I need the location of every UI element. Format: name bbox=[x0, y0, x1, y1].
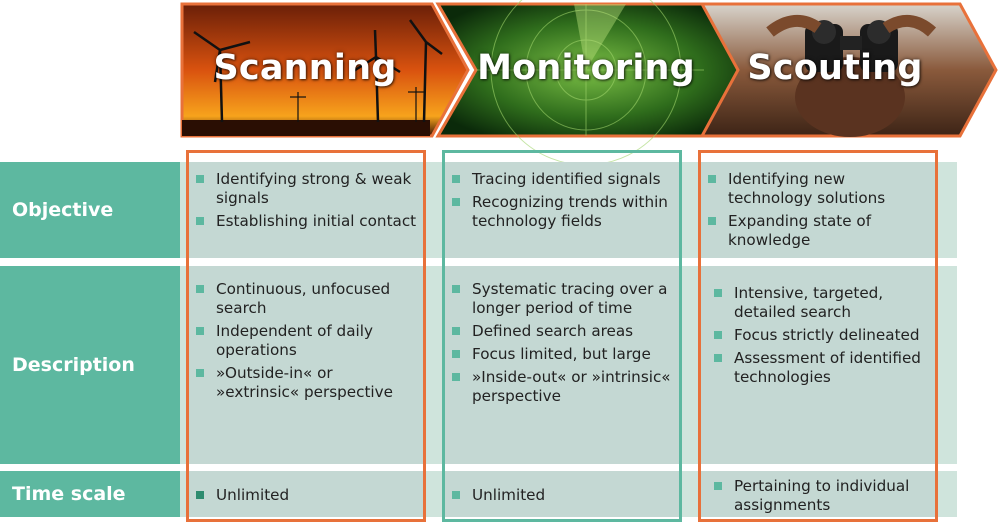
list-item: Systematic tracing over a longer period … bbox=[448, 280, 674, 318]
list-item: Focus strictly delineated bbox=[710, 326, 930, 345]
list-item: Recognizing trends within technology fie… bbox=[448, 193, 674, 231]
list-item: Establishing initial contact bbox=[192, 212, 418, 231]
list-monitoring-time-scale: Unlimited bbox=[444, 471, 680, 505]
cell-scanning-time-scale: Unlimited bbox=[188, 471, 424, 517]
cell-scanning-description: Continuous, unfocused search Independent… bbox=[188, 266, 424, 464]
row-label-time-scale: Time scale bbox=[0, 471, 180, 517]
list-monitoring-objective: Tracing identified signals Recognizing t… bbox=[444, 162, 680, 231]
row-label-description: Description bbox=[0, 266, 180, 464]
list-scouting-objective: Identifying new technology solutions Exp… bbox=[700, 162, 936, 250]
list-item: Defined search areas bbox=[448, 322, 674, 341]
scanning-sunset-image bbox=[180, 2, 470, 138]
column-outline-monitoring bbox=[442, 150, 682, 522]
cell-scouting-time-scale: Pertaining to individual assignments bbox=[700, 471, 936, 517]
cell-monitoring-time-scale: Unlimited bbox=[444, 471, 680, 517]
list-item: »Inside-out« or »intrinsic« perspective bbox=[448, 368, 674, 406]
column-outline-scouting bbox=[698, 150, 938, 522]
banner-scouting: Scouting bbox=[699, 2, 1000, 138]
list-item: Independent of daily operations bbox=[192, 322, 418, 360]
list-item: Pertaining to individual assignments bbox=[710, 477, 930, 515]
cell-scouting-description: Intensive, targeted, detailed search Foc… bbox=[700, 266, 936, 464]
cell-scouting-objective: Identifying new technology solutions Exp… bbox=[700, 162, 936, 258]
list-item: Continuous, unfocused search bbox=[192, 280, 418, 318]
list-item: Identifying strong & weak signals bbox=[192, 170, 418, 208]
list-item: Unlimited bbox=[448, 486, 674, 505]
list-item: Focus limited, but large bbox=[448, 345, 674, 364]
row-label-time-scale-text: Time scale bbox=[12, 483, 126, 505]
list-scouting-time-scale: Pertaining to individual assignments bbox=[700, 471, 936, 515]
list-scanning-objective: Identifying strong & weak signals Establ… bbox=[188, 162, 424, 231]
list-monitoring-description: Systematic tracing over a longer period … bbox=[444, 266, 680, 406]
list-item: Unlimited bbox=[192, 486, 418, 505]
stage-title-monitoring: Monitoring bbox=[477, 48, 695, 88]
list-scanning-description: Continuous, unfocused search Independent… bbox=[188, 266, 424, 402]
list-scanning-time-scale: Unlimited bbox=[188, 471, 424, 505]
cell-monitoring-description: Systematic tracing over a longer period … bbox=[444, 266, 680, 464]
column-outline-scanning bbox=[186, 150, 426, 522]
list-scouting-description: Intensive, targeted, detailed search Foc… bbox=[700, 266, 936, 387]
scouting-binoculars-image bbox=[699, 2, 998, 138]
list-item: Intensive, targeted, detailed search bbox=[710, 284, 930, 322]
cell-scanning-objective: Identifying strong & weak signals Establ… bbox=[188, 162, 424, 258]
row-label-objective-text: Objective bbox=[12, 199, 114, 221]
row-label-description-text: Description bbox=[12, 354, 135, 376]
list-item: Identifying new technology solutions bbox=[704, 170, 930, 208]
row-label-objective: Objective bbox=[0, 162, 180, 258]
cell-monitoring-objective: Tracing identified signals Recognizing t… bbox=[444, 162, 680, 258]
banner-monitoring: Monitoring bbox=[435, 0, 746, 166]
list-item: Assessment of identified technologies bbox=[710, 349, 930, 387]
list-item: Expanding state of knowledge bbox=[704, 212, 930, 250]
banner-scanning: Scanning bbox=[180, 2, 470, 138]
stage-title-scouting: Scouting bbox=[747, 48, 923, 88]
list-item: Tracing identified signals bbox=[448, 170, 674, 189]
stage-title-scanning: Scanning bbox=[213, 48, 397, 88]
list-item: »Outside-in« or »extrinsic« perspective bbox=[192, 364, 418, 402]
